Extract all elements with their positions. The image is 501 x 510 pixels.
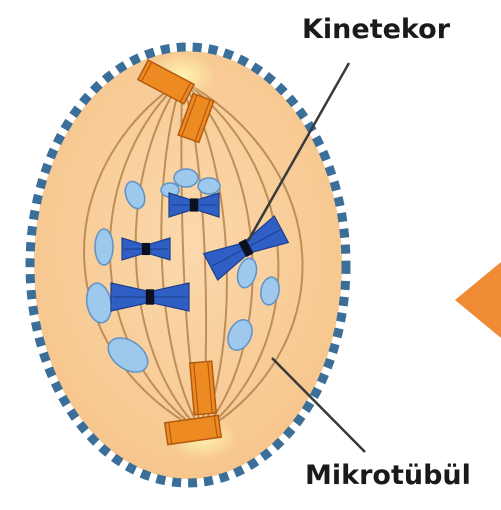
microtubule-label: Mikrotübül <box>305 460 471 491</box>
centromere <box>190 198 198 211</box>
vesicle-icon <box>174 169 198 187</box>
vesicle-icon <box>95 229 113 265</box>
kinetochore-label: Kinetekor <box>302 14 450 45</box>
process-arrow-icon <box>455 262 501 338</box>
vesicle-icon <box>198 178 220 194</box>
centriole-icon <box>190 361 216 415</box>
centromere <box>142 243 150 255</box>
centromere <box>146 289 154 304</box>
